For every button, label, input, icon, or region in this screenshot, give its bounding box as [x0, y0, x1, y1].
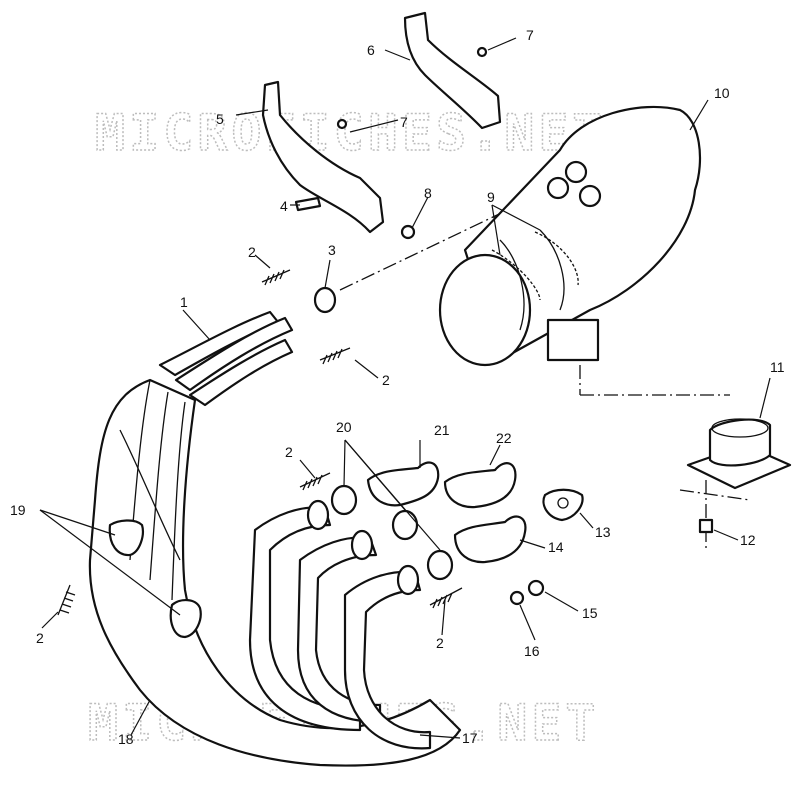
callout-7b: 7 [526, 27, 534, 43]
callout-16: 16 [524, 643, 540, 659]
callout-2d: 2 [36, 630, 44, 646]
callout-14: 14 [548, 539, 564, 555]
callout-13: 13 [595, 524, 611, 540]
callout-8: 8 [424, 185, 432, 201]
mount-pad-part-19b [169, 599, 202, 639]
callout-15: 15 [582, 605, 598, 621]
callout-2b: 2 [382, 372, 390, 388]
muffler-part-10 [438, 105, 702, 367]
bolt-part-4 [294, 196, 322, 212]
callout-22: 22 [496, 430, 512, 446]
bracket-part-6 [403, 11, 502, 130]
mount-pad-part-19a [108, 519, 144, 557]
callout-2a: 2 [248, 244, 256, 260]
washer-part-15 [527, 579, 545, 597]
callout-20: 20 [336, 419, 352, 435]
coupler-part-14 [453, 515, 527, 564]
ring-part-20b [391, 509, 419, 541]
bracket-part-5 [261, 80, 385, 234]
coupler-part-21 [366, 461, 440, 507]
exhaust-tubes-part-17 [248, 499, 432, 750]
band-clamp-part-9b [534, 231, 579, 286]
ring-part-20a [330, 484, 358, 516]
callout-1: 1 [180, 294, 188, 310]
callout-19: 19 [10, 502, 26, 518]
leader-lines [39, 37, 771, 739]
callout-12: 12 [740, 532, 756, 548]
callout-4: 4 [280, 198, 288, 214]
callout-21: 21 [434, 422, 450, 438]
header-pipes-part-1 [129, 310, 294, 601]
callout-5: 5 [216, 111, 224, 127]
callout-6: 6 [367, 42, 375, 58]
nut-part-7b [476, 46, 488, 58]
frame-outline-part-18 [88, 378, 462, 767]
coupler-part-22 [443, 462, 517, 509]
band-clamp-part-9a [491, 249, 541, 301]
callout-2e: 2 [436, 635, 444, 651]
muffler-mount-part-11 [686, 418, 792, 490]
nut-part-16 [509, 590, 525, 606]
callout-11: 11 [770, 359, 785, 375]
callout-17: 17 [462, 730, 478, 746]
callout-2c: 2 [285, 444, 293, 460]
callout-18: 18 [118, 731, 134, 747]
gasket-part-13 [542, 488, 584, 522]
bolt-part-12 [698, 518, 714, 534]
watermark-top: MICROFICHES.NET [95, 104, 607, 162]
callout-7a: 7 [400, 114, 408, 130]
ring-part-3 [313, 286, 337, 314]
nut-part-8 [400, 224, 416, 240]
ring-part-20c [426, 549, 454, 581]
callout-10: 10 [714, 85, 730, 101]
springs-part-2 [57, 269, 463, 616]
nut-part-7a [336, 118, 348, 130]
callout-labels: 1 2 2 2 2 2 3 4 5 6 7 7 8 9 10 11 12 13 … [10, 27, 785, 747]
callout-9: 9 [487, 189, 495, 205]
callout-3: 3 [328, 242, 336, 258]
